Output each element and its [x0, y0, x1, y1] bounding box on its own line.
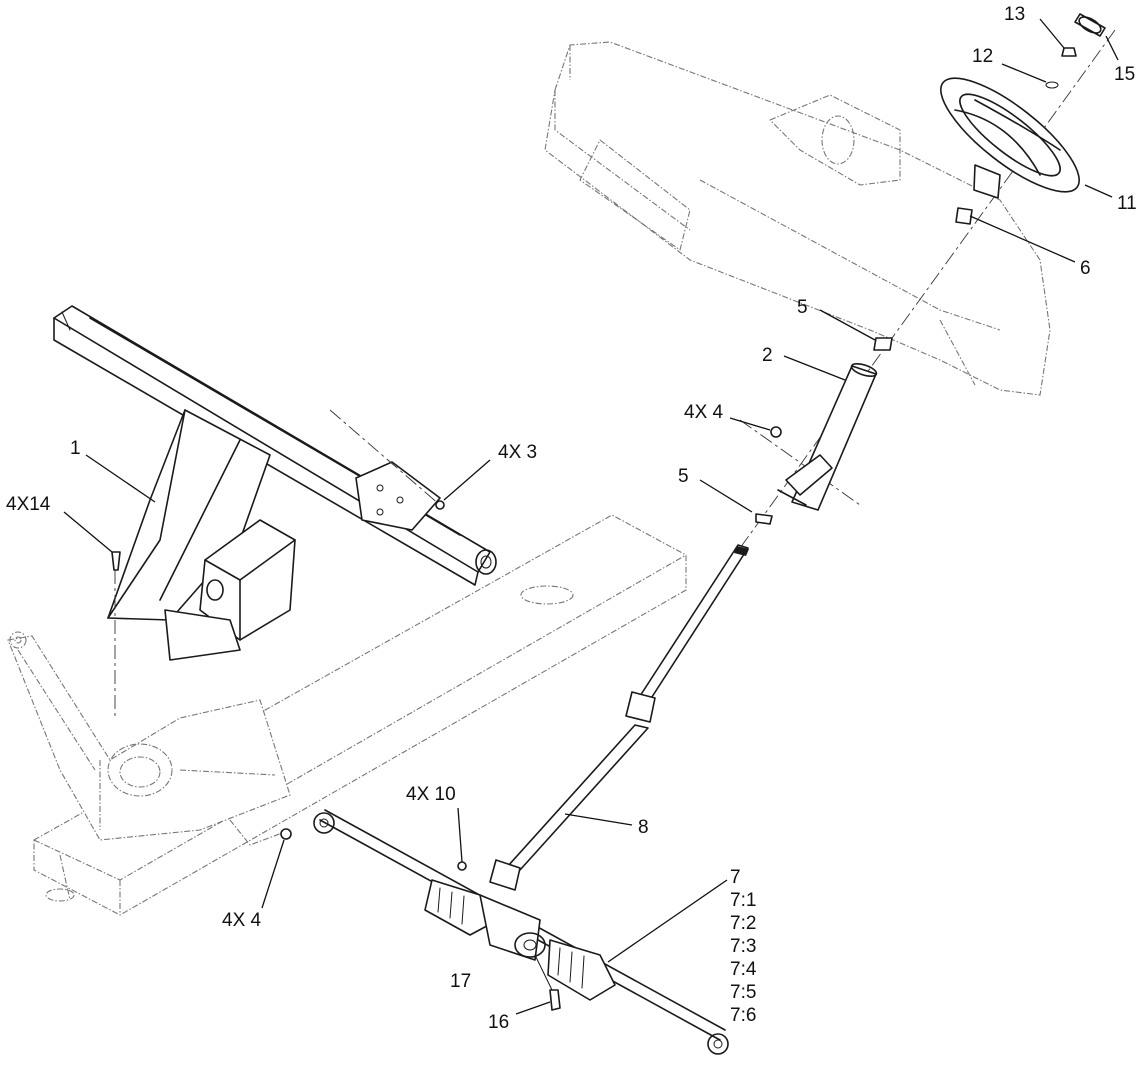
callout-7-4: 7:4 — [730, 959, 757, 980]
callout-5-upper: 5 — [797, 297, 808, 318]
steering-rack — [313, 809, 729, 1055]
washer — [1045, 81, 1059, 89]
callout-5-lower: 5 — [678, 466, 689, 487]
column-tube — [777, 362, 878, 511]
callout-7-1: 7:1 — [730, 890, 756, 911]
nut-lower — [280, 828, 292, 840]
callout-7-5: 7:5 — [730, 982, 756, 1003]
callout-17: 17 — [450, 971, 471, 992]
callout-6: 6 — [1080, 258, 1091, 279]
bolt-rack — [457, 861, 467, 871]
callout-4x3: 4X 3 — [498, 442, 537, 463]
callout-4x10: 4X 10 — [406, 784, 456, 805]
nut — [1061, 47, 1077, 57]
bolt-14 — [111, 551, 121, 571]
callout-7: 7 — [730, 867, 741, 888]
steering-wheel — [940, 77, 1080, 199]
steering-support-frame — [53, 305, 497, 661]
callout-7-2: 7:2 — [730, 913, 756, 934]
chassis-frame — [7, 514, 687, 916]
bushing-upper — [955, 207, 973, 225]
bolt-3 — [435, 500, 445, 510]
callout-1: 1 — [70, 438, 81, 459]
callout-11: 11 — [1117, 193, 1137, 214]
callout-4x14: 4X14 — [6, 494, 51, 515]
callout-13: 13 — [1004, 4, 1025, 25]
bolt-16 — [549, 989, 561, 1011]
callout-4x4-lower: 4X 4 — [222, 910, 262, 931]
intermediate-shaft — [489, 544, 749, 891]
callout-4x4-upper: 4X 4 — [684, 402, 724, 423]
callout-16: 16 — [488, 1012, 509, 1033]
steering-wheel-cap — [1074, 13, 1106, 37]
callout-2: 2 — [762, 345, 773, 366]
callout-7-3: 7:3 — [730, 936, 756, 957]
leader-lines — [63, 18, 1119, 1015]
callout-labels: 1 4X14 4X 3 2 4X 4 5 5 6 11 12 13 15 8 4… — [6, 4, 1137, 1033]
dash-panel — [544, 41, 1051, 396]
bolt-upper — [770, 426, 782, 438]
callout-8: 8 — [638, 817, 649, 838]
callout-15: 15 — [1114, 64, 1135, 85]
callout-7-6: 7:6 — [730, 1005, 756, 1026]
bushing-5-lower — [755, 513, 773, 525]
callout-12: 12 — [972, 46, 993, 67]
bushing-5-upper — [873, 337, 893, 351]
steering-column — [111, 13, 1116, 1055]
